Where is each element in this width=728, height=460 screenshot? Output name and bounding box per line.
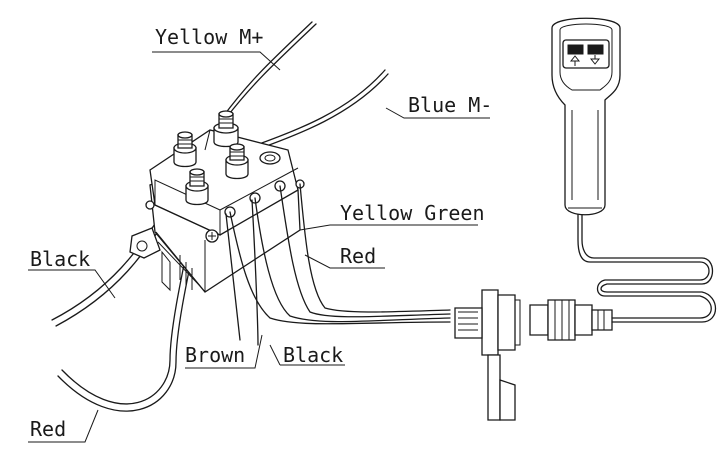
label-blue-mminus: Blue M- [408, 93, 492, 117]
contactor [129, 129, 305, 293]
label-leaders [28, 51, 490, 443]
label-red-bottom: Red [30, 417, 66, 441]
remote-handset [551, 17, 621, 216]
terminal-post-4 [185, 168, 209, 206]
terminal-post-1 [173, 131, 197, 168]
label-red-top: Red [340, 244, 376, 268]
label-brown: Brown [185, 343, 245, 367]
label-black-mid: Black [283, 343, 343, 367]
remote-cable [577, 214, 717, 323]
panel-connector-socket [454, 289, 521, 421]
wire-blue-mminus [241, 69, 389, 155]
terminal-post-3 [225, 143, 249, 180]
label-yellow-green: Yellow Green [340, 201, 485, 225]
label-yellow-mplus: Yellow M+ [155, 25, 263, 49]
wire-yellow-mplus [221, 21, 317, 119]
plug-connector [529, 299, 613, 341]
control-wire-bundle [225, 183, 451, 346]
terminal-post-2 [213, 110, 239, 148]
label-black-left: Black [30, 247, 90, 271]
